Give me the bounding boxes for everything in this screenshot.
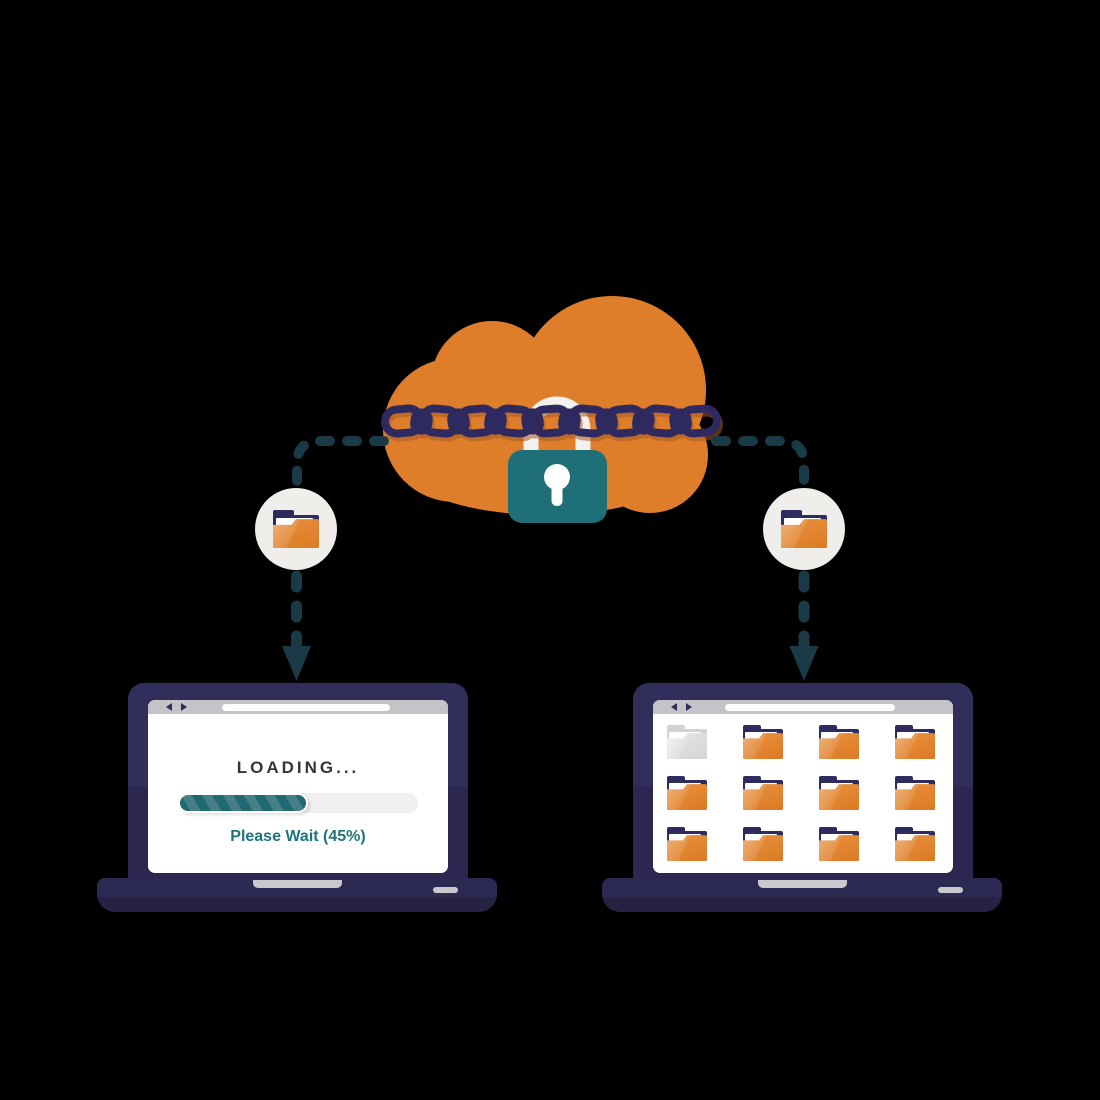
folder-part bbox=[895, 725, 913, 734]
folder-part bbox=[781, 510, 802, 520]
back-arrow-icon bbox=[166, 703, 172, 711]
folder-icon bbox=[819, 776, 859, 810]
folder-icon bbox=[819, 725, 859, 759]
folder-icon bbox=[667, 776, 707, 810]
folder-part bbox=[895, 776, 913, 785]
laptop-base bbox=[97, 878, 497, 912]
folder-part bbox=[895, 827, 913, 836]
progress-bar bbox=[178, 793, 418, 813]
nav-arrows bbox=[166, 703, 187, 711]
loading-title: LOADING... bbox=[236, 758, 360, 777]
file-node-left bbox=[255, 488, 337, 570]
forward-arrow-icon bbox=[181, 703, 187, 711]
connector-cloud-to-left-node bbox=[292, 436, 389, 486]
laptop-base-detail bbox=[433, 887, 458, 893]
folder-part bbox=[819, 725, 837, 734]
laptop-base-detail bbox=[938, 887, 963, 893]
folder-part bbox=[667, 725, 685, 734]
file-node-right bbox=[763, 488, 845, 570]
folder-part bbox=[743, 725, 761, 734]
browser-toolbar bbox=[148, 700, 448, 714]
browser-window: LOADING... Please Wait (45%) bbox=[148, 700, 448, 873]
address-bar bbox=[222, 704, 390, 711]
browser-window bbox=[653, 700, 953, 873]
back-arrow-icon bbox=[671, 703, 677, 711]
forward-arrow-icon bbox=[686, 703, 692, 711]
folder-part bbox=[819, 776, 837, 785]
laptop-notch bbox=[253, 880, 342, 888]
folder-icon bbox=[273, 510, 319, 548]
folder-icon bbox=[781, 510, 827, 548]
laptop-lid: LOADING... Please Wait (45%) bbox=[128, 683, 468, 882]
laptop-lid bbox=[633, 683, 973, 882]
folder-part bbox=[819, 827, 837, 836]
folder-icon bbox=[743, 776, 783, 810]
nav-arrows bbox=[671, 703, 692, 711]
folder-icon bbox=[819, 827, 859, 861]
laptop-base bbox=[602, 878, 1002, 912]
browser-toolbar bbox=[653, 700, 953, 714]
folder-part bbox=[743, 827, 761, 836]
arrow-left-head bbox=[282, 646, 311, 681]
connectors bbox=[292, 436, 809, 486]
folder-part bbox=[667, 827, 685, 836]
address-bar bbox=[725, 704, 895, 711]
progress-fill bbox=[178, 793, 308, 813]
padlock-icon bbox=[508, 450, 607, 523]
folder-icon bbox=[895, 776, 935, 810]
chain-icon bbox=[381, 404, 721, 438]
connector-cloud-to-right-node bbox=[711, 436, 809, 486]
folder-icon bbox=[895, 725, 935, 759]
folder-icon bbox=[743, 725, 783, 759]
laptop-notch bbox=[758, 880, 847, 888]
folder-icon bbox=[667, 725, 707, 759]
folder-part bbox=[743, 776, 761, 785]
arrows bbox=[282, 570, 819, 681]
please-wait-text: Please Wait (45%) bbox=[230, 828, 366, 845]
folder-part bbox=[667, 776, 685, 785]
folder-icon bbox=[895, 827, 935, 861]
folder-icon bbox=[667, 827, 707, 861]
folder-part bbox=[273, 510, 294, 520]
arrow-right-head bbox=[789, 646, 819, 681]
folder-icon bbox=[743, 827, 783, 861]
folder-grid bbox=[667, 725, 935, 861]
loading-view: LOADING... Please Wait (45%) bbox=[148, 758, 448, 846]
